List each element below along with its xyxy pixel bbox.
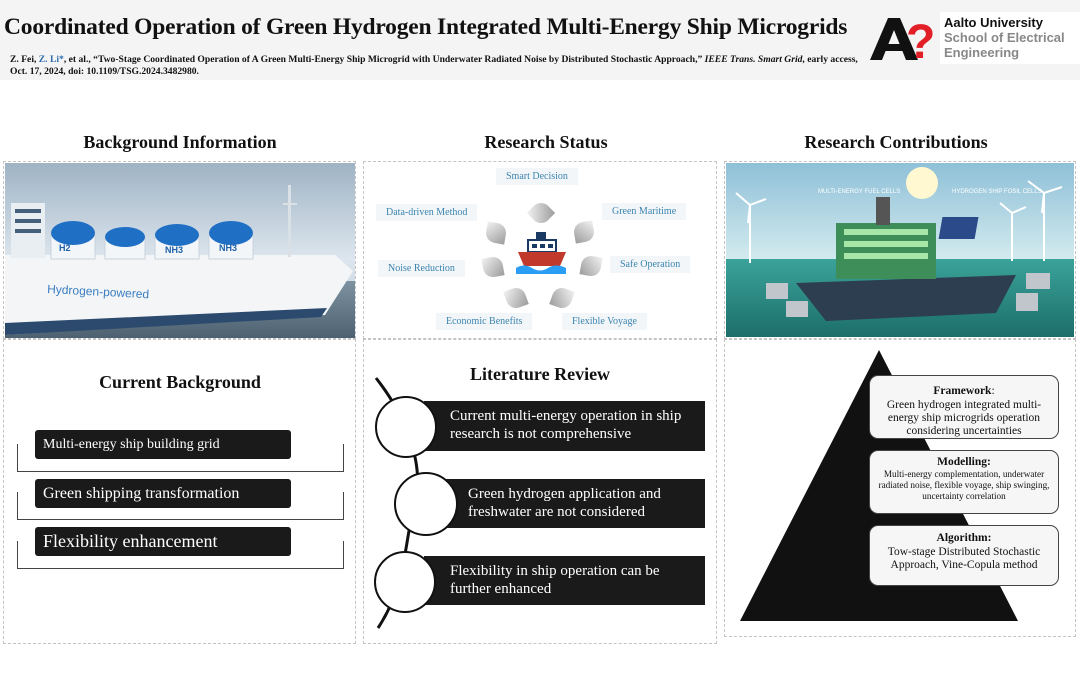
connector-line-1 xyxy=(17,444,344,472)
status-smart-decision: Smart Decision xyxy=(496,168,578,185)
school-name: School of Electrical xyxy=(944,30,1065,45)
background-item-2: Green shipping transformation xyxy=(35,479,291,508)
ship-icon xyxy=(516,232,566,274)
status-data-driven: Data-driven Method xyxy=(376,204,478,221)
logo-background xyxy=(940,12,1080,64)
algorithm-heading: Algorithm: xyxy=(936,532,992,544)
status-economic-benefits: Economic Benefits xyxy=(436,313,533,330)
research-status-title: Research Status xyxy=(484,132,608,152)
tank-label-3: NH3 xyxy=(219,243,237,253)
connector-line-3 xyxy=(17,541,344,569)
background-info-title: Background Information xyxy=(83,132,277,152)
modelling-heading: Modelling: xyxy=(937,456,991,468)
image-label-2: HYDROGEN SHIP FOSIL CELLS xyxy=(952,189,1042,195)
modelling-box: Modelling: Multi-energy complementation,… xyxy=(869,450,1059,514)
algorithm-text: Tow-stage Distributed Stochastic Approac… xyxy=(887,546,1041,571)
connector-line-2 xyxy=(17,492,344,520)
review-item-1: Current multi-energy operation in ship r… xyxy=(424,401,705,451)
department-name: Engineering xyxy=(944,45,1020,60)
algorithm-box: Algorithm: Tow-stage Distributed Stochas… xyxy=(869,525,1059,586)
review-item-2: Green hydrogen application and freshwate… xyxy=(439,479,705,528)
status-green-maritime: Green Maritime xyxy=(602,203,687,220)
literature-review-title: Literature Review xyxy=(469,364,611,384)
status-flexible-voyage: Flexible Voyage xyxy=(562,313,647,330)
status-safe-operation: Safe Operation xyxy=(610,256,691,273)
logo-question-mark: ? xyxy=(906,16,935,64)
hydrogen-ship-image: Hydrogen-powered H2 NH3 NH3 xyxy=(5,163,355,338)
modelling-text: Multi-energy complementation, underwater… xyxy=(878,469,1050,501)
background-item-3: Flexibility enhancement xyxy=(35,527,291,556)
background-item-1: Multi-energy ship building grid xyxy=(35,430,291,459)
aalto-logo-icon: ? xyxy=(870,16,935,64)
citation: Z. Fei, Z. Li*, et al., “Two-Stage Coord… xyxy=(10,54,858,77)
university-name: Aalto University xyxy=(944,15,1043,30)
framework-heading: Framework xyxy=(933,385,992,397)
review-bullet-3 xyxy=(374,551,436,613)
author-link[interactable]: Z. Li* xyxy=(38,54,64,65)
review-bullet-2 xyxy=(394,472,458,536)
research-contributions-title: Research Contributions xyxy=(804,132,988,152)
hull-text: Hydrogen-powered xyxy=(47,282,150,301)
tank-label-2: NH3 xyxy=(165,245,183,255)
framework-text: Green hydrogen integrated multi-energy s… xyxy=(886,399,1042,437)
green-energy-ship-image: MULTI-ENERGY FUEL CELLS HYDROGEN SHIP FO… xyxy=(726,163,1074,337)
current-background-title: Current Background xyxy=(99,372,261,392)
contributions-image-panel: MULTI-ENERGY FUEL CELLS HYDROGEN SHIP FO… xyxy=(724,161,1076,339)
status-noise-reduction: Noise Reduction xyxy=(378,260,465,277)
background-image-panel: Hydrogen-powered H2 NH3 NH3 xyxy=(3,161,356,339)
page-title: Coordinated Operation of Green Hydrogen … xyxy=(4,14,848,40)
framework-box: Framework: Green hydrogen integrated mul… xyxy=(869,375,1059,439)
tank-label-1: H2 xyxy=(59,243,71,253)
review-bullet-1 xyxy=(375,396,437,458)
image-label-1: MULTI-ENERGY FUEL CELLS xyxy=(818,189,900,195)
review-item-3: Flexibility in ship operation can be fur… xyxy=(424,556,705,605)
